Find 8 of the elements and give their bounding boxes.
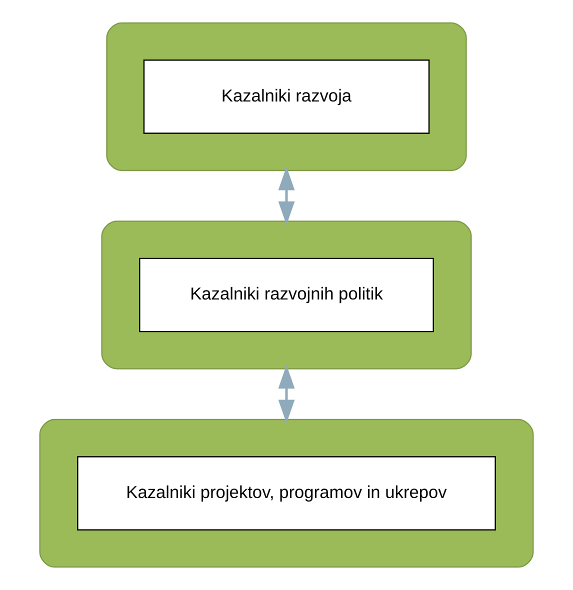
node-box: Kazalniki projektov, programov in ukrepov (77, 456, 496, 530)
cluster (101, 220, 472, 370)
node-box: Kazalniki razvoja (143, 60, 430, 134)
cluster (106, 22, 467, 172)
cluster (39, 418, 534, 568)
node-box: Kazalniki razvojnih politik (139, 258, 434, 332)
arrow (278, 166, 295, 226)
arrow (278, 364, 295, 424)
